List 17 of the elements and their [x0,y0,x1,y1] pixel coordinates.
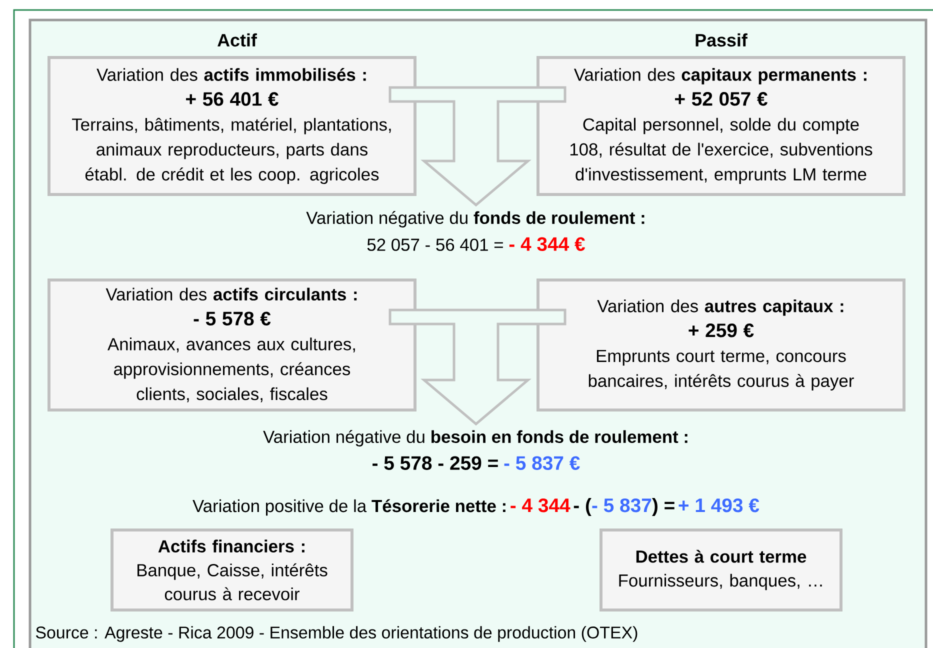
info-box: Variation des autres capitaux : + 259 € Emprunts court terme, concours bancaires, intérêts courus à payer [536,278,906,412]
merge-arrow [388,86,566,207]
label: - 5 837 [592,498,652,512]
info-box: Variation des capitaux permanents : + 52 057 € Capital personnel, solde du compte 108, résultat de l'exercice, subventions d'investissement, emprunts LM terme [536,56,906,196]
label: + 1 493 € [678,498,760,512]
source-note: Source : Agreste - Rica 2009 - Ensemble des orientations de production (OTEX) [36,626,638,642]
result-text: Variation négative du besoin en fonds de roulement : - 5 578 - 259 = - 5 837 € [263,430,688,470]
label: - 4 344 [510,498,570,512]
label: - ( [574,498,592,516]
info-box: Dettes à court terme Fournisseurs, banques, … [600,528,842,612]
result-text: Variation négative du fonds de roulement : 52 057 - 56 401 = - 4 344 € [306,211,644,251]
info-box: Actifs financiers : Banque, Caisse, intérêts courus à recevoir [110,528,354,612]
label: Variation positive de la Tésorerie nette : [192,499,506,516]
formula-line: Variation positive de la Tésorerie nette : - 4 344 - (- 5 837) = + 1 493 € [192,498,760,516]
info-box: Variation des actifs immobilisés : + 56 401 € Terrains, bâtiments, matériel, plantations, animaux reproducteurs, parts dans établ. de crédit et les coop. agricoles [48,56,416,196]
merge-arrow [388,308,566,426]
info-box: Variation des actifs circulants : - 5 578 € Animaux, avances aux cultures, approvisionnements, créances clients, sociales, fiscales [48,278,416,412]
